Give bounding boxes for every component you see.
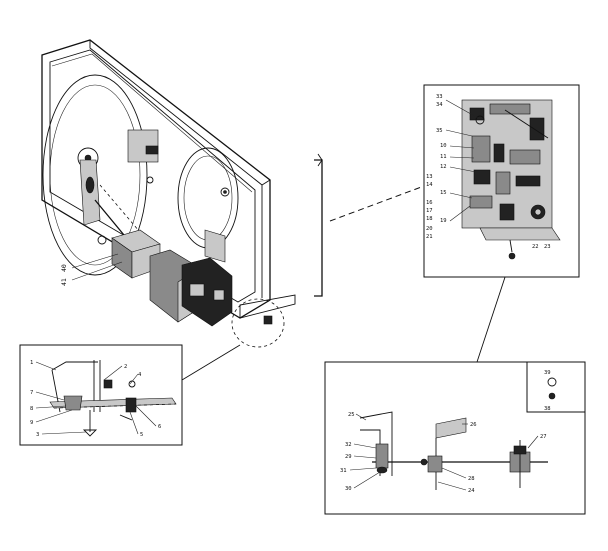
label-33: 33 (436, 94, 443, 100)
label-5: 5 (140, 432, 143, 438)
label-27: 27 (540, 434, 547, 440)
control-panel-detail: 33 34 35 10 11 12 13 14 15 16 17 18 19 2… (423, 84, 580, 278)
label-7: 7 (30, 390, 33, 396)
cabinet-assembly: 40 41 (41, 39, 296, 348)
label-25: 25 (348, 412, 355, 418)
label-31: 31 (340, 468, 347, 474)
label-18: 18 (426, 216, 433, 222)
label-41: 41 (60, 278, 68, 286)
door-latch-detail: 1 2 4 7 8 9 3 5 6 (19, 344, 183, 446)
leader-bracket-to-controls (329, 185, 425, 222)
label-23: 23 (544, 244, 551, 250)
leader-to-door-detail (181, 344, 241, 381)
exploded-bracket (314, 153, 323, 297)
label-10: 10 (440, 143, 447, 149)
label-1: 1 (30, 360, 33, 366)
label-12: 12 (440, 164, 447, 170)
label-16: 16 (426, 200, 433, 206)
control-module-b (181, 257, 233, 327)
label-38: 38 (544, 406, 551, 412)
label-26: 26 (470, 422, 477, 428)
label-20: 20 (426, 226, 433, 232)
label-11: 11 (440, 154, 447, 160)
label-21: 21 (426, 234, 433, 240)
detail-circle (231, 298, 285, 348)
turntable-disc (42, 74, 148, 276)
label-4: 4 (138, 372, 142, 378)
label-32: 32 (345, 442, 352, 448)
hinge-rod-detail: 25 26 32 29 31 30 28 24 27 39 38 (324, 361, 586, 515)
label-40: 40 (60, 264, 68, 272)
label-15: 15 (440, 190, 447, 196)
label-29: 29 (345, 454, 352, 460)
label-30: 30 (345, 486, 352, 492)
label-19: 19 (440, 218, 447, 224)
label-28: 28 (468, 476, 475, 482)
label-8: 8 (30, 406, 33, 412)
label-9: 9 (30, 420, 33, 426)
label-34: 34 (436, 102, 443, 108)
label-22: 22 (532, 244, 539, 250)
label-3: 3 (36, 432, 39, 438)
label-24: 24 (468, 488, 475, 494)
label-35: 35 (436, 128, 443, 134)
label-2: 2 (124, 364, 127, 370)
label-39: 39 (544, 370, 551, 376)
label-17: 17 (426, 208, 433, 214)
label-6: 6 (158, 424, 161, 430)
label-14: 14 (426, 182, 433, 188)
label-13: 13 (426, 174, 433, 180)
